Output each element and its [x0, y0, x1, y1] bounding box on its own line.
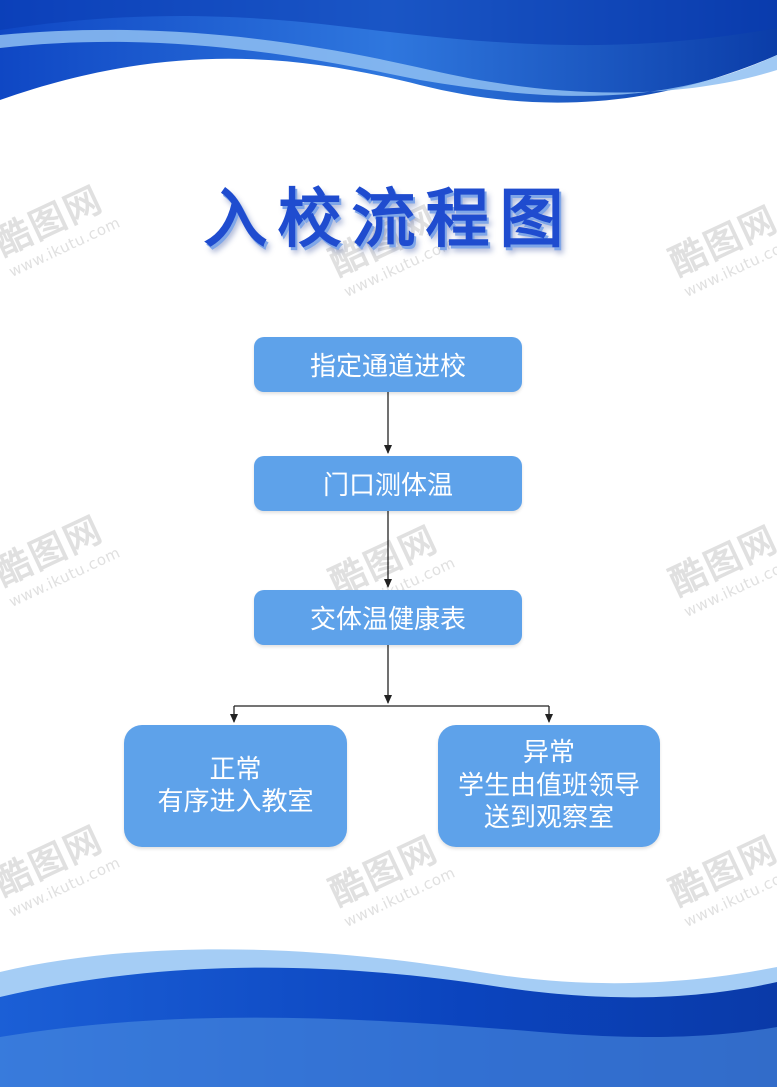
- step-label: 指定通道进校: [309, 352, 466, 382]
- step-designated-entrance: 指定通道进校: [254, 337, 522, 392]
- branch-abnormal-text-2: 送到观察室: [483, 803, 614, 834]
- branch-abnormal-heading: 异常: [522, 738, 575, 769]
- branch-abnormal-text-1: 学生由值班领导: [457, 770, 640, 801]
- step-label: 门口测体温: [322, 471, 453, 501]
- step-submit-health-form: 交体温健康表: [254, 590, 522, 645]
- branch-normal-heading: 正常: [209, 754, 262, 785]
- bottom-wave-decoration: [0, 949, 777, 1087]
- step-temperature-check: 门口测体温: [254, 456, 522, 511]
- branch-normal-text: 有序进入教室: [157, 787, 314, 817]
- branch-abnormal: 异常 学生由值班领导 送到观察室: [438, 725, 660, 847]
- page-title: 入校流程图: [203, 183, 574, 257]
- branch-normal: 正常 有序进入教室: [124, 725, 347, 847]
- top-wave-decoration: [0, 0, 777, 103]
- step-label: 交体温健康表: [309, 605, 466, 635]
